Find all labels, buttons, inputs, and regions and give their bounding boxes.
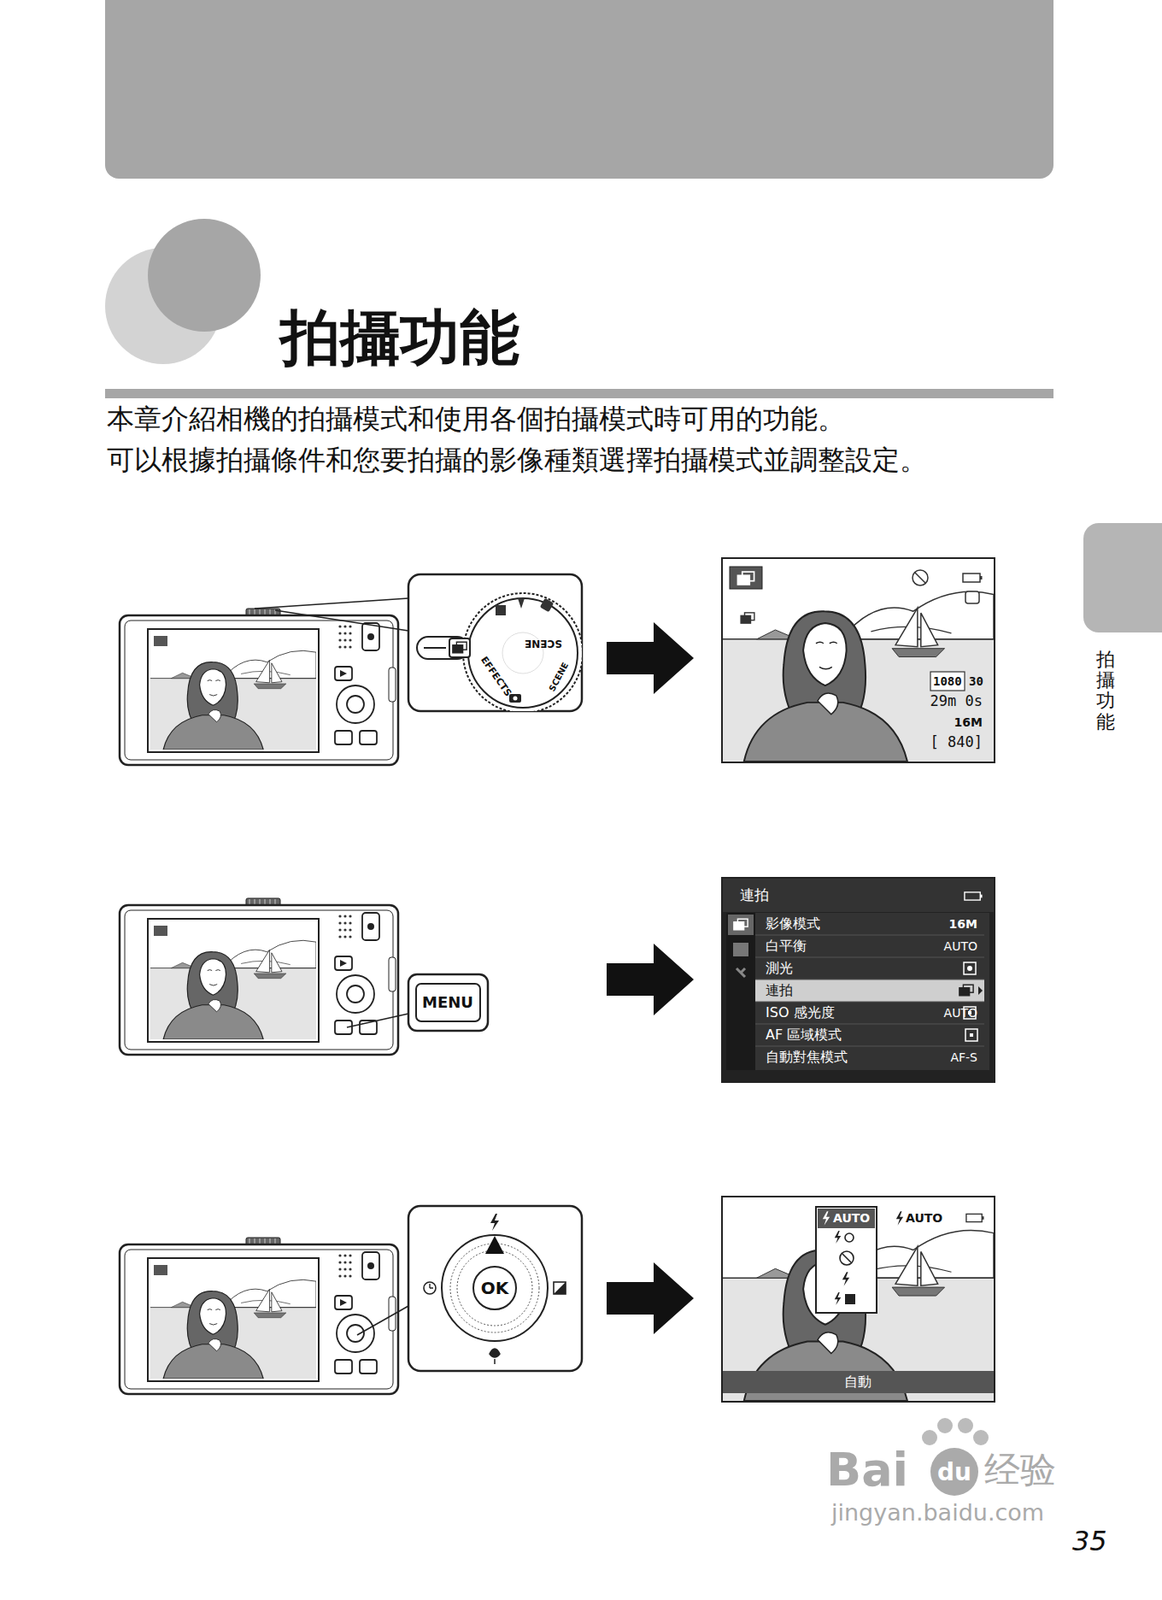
- setting-name: 自動: [844, 1373, 872, 1390]
- chapter-title: 拍攝功能: [280, 303, 520, 373]
- menu-value: 16M: [949, 916, 978, 931]
- movie-mode-indicator: 1080: [933, 674, 963, 688]
- menu-item: 白平衡: [765, 938, 807, 954]
- image-mode-indicator: 16M: [954, 715, 983, 729]
- ok-button-label: OK: [481, 1278, 510, 1298]
- body-text: 本章介紹相機的拍攝模式和使用各個拍攝模式時可用的功能。: [106, 403, 846, 435]
- body-text: 可以根據拍攝條件和您要拍攝的影像種類選擇拍攝模式並調整設定。: [106, 444, 928, 476]
- menu-value: AUTO: [944, 1005, 978, 1020]
- mode-dial-label: SCENE: [524, 636, 563, 649]
- remaining-movie-time: 29m 0s: [930, 692, 983, 711]
- menu-item: ISO 感光度: [765, 1004, 835, 1021]
- page-number: 35: [1072, 1525, 1108, 1557]
- menu-item: 自動對焦模式: [765, 1049, 848, 1065]
- side-tab-label: 拍攝功能: [1096, 649, 1116, 733]
- flash-option: AUTO: [833, 1210, 870, 1225]
- menu-title: 連拍: [739, 886, 769, 904]
- menu-value: AUTO: [944, 938, 978, 953]
- flash-mode-indicator: AUTO: [905, 1210, 943, 1225]
- watermark: 经验: [984, 1449, 1057, 1491]
- side-tab: 拍攝功能: [1083, 522, 1162, 754]
- menu-item-selected: 連拍: [765, 982, 793, 998]
- watermark: jingyan.baidu.com: [831, 1498, 1045, 1526]
- menu-value: AF-S: [950, 1050, 978, 1064]
- menu-item: AF 區域模式: [765, 1027, 842, 1043]
- watermark: du: [937, 1458, 972, 1486]
- movie-frame-rate: 30: [968, 674, 984, 688]
- menu-item: 影像模式: [765, 915, 821, 932]
- menu-item: 測光: [765, 960, 793, 976]
- menu-button-label: MENU: [422, 993, 474, 1012]
- remaining-exposures: [ 840]: [930, 733, 983, 752]
- watermark: Bai: [826, 1443, 909, 1497]
